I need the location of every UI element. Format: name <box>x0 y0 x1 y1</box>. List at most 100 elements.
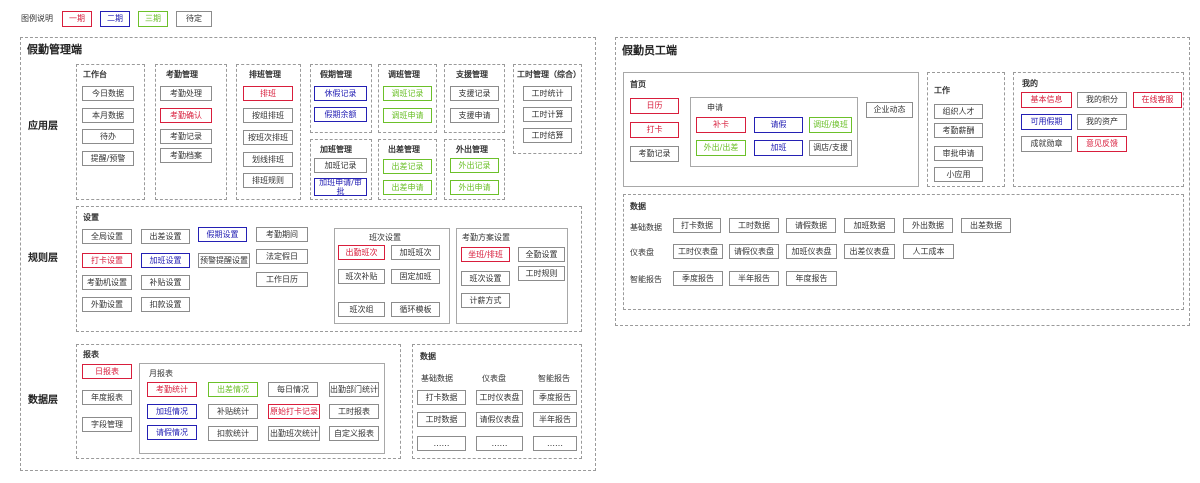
box-dept-stat: 出勤部门统计 <box>329 382 379 397</box>
box-makeup-punch: 补卡 <box>696 117 746 133</box>
box-out-record: 外出记录 <box>450 158 499 173</box>
leave-group <box>310 64 372 133</box>
box-leave-setting: 假期设置 <box>198 227 247 242</box>
out-group <box>444 139 505 200</box>
box-approval: 审批申请 <box>934 146 983 161</box>
box-deduct-setting: 扣款设置 <box>141 297 190 312</box>
box-swap-shift: 调班/换班 <box>809 117 852 133</box>
box-emp-annual: 年度报告 <box>786 271 837 286</box>
box-punch: 打卡 <box>630 122 679 138</box>
data-col-dashboard: 仪表盘 <box>482 374 506 383</box>
box-attendance-period: 考勤期间 <box>256 227 308 242</box>
mine-group <box>1013 72 1184 187</box>
admin-data-group <box>412 344 582 459</box>
box-trip-apply: 出差申请 <box>383 180 432 195</box>
box-emp-worktime-data: 工时数据 <box>729 218 779 233</box>
box-shift-subsidy: 班次补贴 <box>338 269 385 284</box>
support-group <box>444 64 505 133</box>
layer-app: 应用层 <box>28 121 58 132</box>
box-emp-halfyear: 半年报告 <box>729 271 779 286</box>
box-emp-quarter: 季度报告 <box>673 271 723 286</box>
box-schedule: 排班 <box>243 86 293 101</box>
legend-pending: 待定 <box>176 11 212 27</box>
box-worktime-settle: 工时结算 <box>523 128 572 143</box>
box-worktime-stat: 工时统计 <box>523 86 572 101</box>
legend-phase-3: 三期 <box>138 11 168 27</box>
work-group <box>927 72 1005 187</box>
scheme-group <box>456 228 568 324</box>
overtime-group <box>310 139 372 200</box>
box-swap-apply: 调班申请 <box>383 108 432 123</box>
box-overtime-shift: 加班班次 <box>391 245 440 260</box>
attendance-title: 考勤管理 <box>166 70 198 79</box>
box-emp-out-data: 外出数据 <box>903 218 953 233</box>
box-basic-info: 基本信息 <box>1021 92 1072 108</box>
box-quarter-report: 季度报告 <box>533 390 577 405</box>
employee-title: 假勤员工端 <box>622 44 677 57</box>
admin-title: 假勤管理端 <box>27 43 82 56</box>
workbench-title: 工作台 <box>83 70 107 79</box>
box-emp-trip-dash: 出差仪表盘 <box>844 244 895 259</box>
box-full-attendance: 全勤设置 <box>518 247 565 262</box>
home-title: 首页 <box>630 80 646 89</box>
workbench-group <box>76 64 145 200</box>
box-daily-situation: 每日情况 <box>268 382 318 397</box>
scheme-title: 考勤方案设置 <box>462 233 510 242</box>
box-emp-overtime-dash: 加班仪表盘 <box>786 244 837 259</box>
box-daily-report: 日报表 <box>82 364 132 379</box>
box-shift-group: 班次组 <box>338 302 385 317</box>
box-worktime-rule: 工时规则 <box>518 266 565 281</box>
box-custom-report: 自定义报表 <box>329 426 379 441</box>
schedule-group <box>236 64 301 200</box>
box-support-record: 支援记录 <box>450 86 499 101</box>
box-my-points: 我的积分 <box>1077 92 1127 108</box>
box-machine-setting: 考勤机设置 <box>82 275 132 290</box>
box-shift-set: 班次设置 <box>461 271 510 286</box>
box-trip-situation: 出差情况 <box>208 382 258 397</box>
emp-row-report: 智能报告 <box>630 275 662 284</box>
box-online-service: 在线客服 <box>1133 92 1182 108</box>
box-fixed-overtime: 固定加班 <box>391 269 440 284</box>
box-calendar: 日历 <box>630 98 679 114</box>
box-out-apply: 外出申请 <box>450 180 499 195</box>
box-alert-setting: 预警提醒设置 <box>198 253 250 268</box>
worktime-group <box>513 64 582 154</box>
box-leave-apply: 请假 <box>754 117 803 133</box>
box-shift-stat: 出勤班次统计 <box>268 426 320 441</box>
box-work-calendar: 工作日历 <box>256 272 308 287</box>
box-trip-record: 出差记录 <box>383 159 432 174</box>
box-transfer-support: 调店/支援 <box>809 140 852 156</box>
data-col-report: 智能报告 <box>538 374 570 383</box>
box-more-basic: …… <box>417 436 466 451</box>
box-more-dashboard: …… <box>476 436 523 451</box>
rule-group <box>76 206 582 332</box>
box-available-leave: 可用假期 <box>1021 114 1072 130</box>
box-att-stat: 考勤统计 <box>147 382 197 397</box>
box-mini-app: 小应用 <box>934 167 983 182</box>
box-emp-punch-data: 打卡数据 <box>673 218 721 233</box>
box-support-apply: 支援申请 <box>450 108 499 123</box>
box-halfyear-report: 半年报告 <box>533 412 577 427</box>
box-attendance-process: 考勤处理 <box>160 86 212 101</box>
out-title: 外出管理 <box>456 145 488 154</box>
box-emp-overtime-data: 加班数据 <box>844 218 895 233</box>
employee-data-title: 数据 <box>630 202 646 211</box>
trip-group <box>378 139 437 200</box>
box-leave-balance: 假期余额 <box>314 107 367 122</box>
box-overtime-setting: 加班设置 <box>141 253 190 268</box>
box-punch-data: 打卡数据 <box>417 390 466 405</box>
overtime-title: 加班管理 <box>320 145 352 154</box>
box-attendance-records: 考勤记录 <box>630 146 679 162</box>
swap-title: 调班管理 <box>388 70 420 79</box>
employee-data-group <box>623 194 1184 310</box>
work-title: 工作 <box>934 86 950 95</box>
box-cycle-template: 循环模板 <box>391 302 440 317</box>
box-overtime-apply-emp: 加班 <box>754 140 803 156</box>
shift-setting-group <box>334 228 450 324</box>
monthly-report-group <box>139 363 385 454</box>
box-attend-shift: 出勤班次 <box>338 245 385 260</box>
worktime-title: 工时管理（综合） <box>517 70 581 79</box>
data-col-basic: 基础数据 <box>421 374 453 383</box>
leave-title: 假期管理 <box>320 70 352 79</box>
box-month-data: 本月数据 <box>82 108 134 123</box>
